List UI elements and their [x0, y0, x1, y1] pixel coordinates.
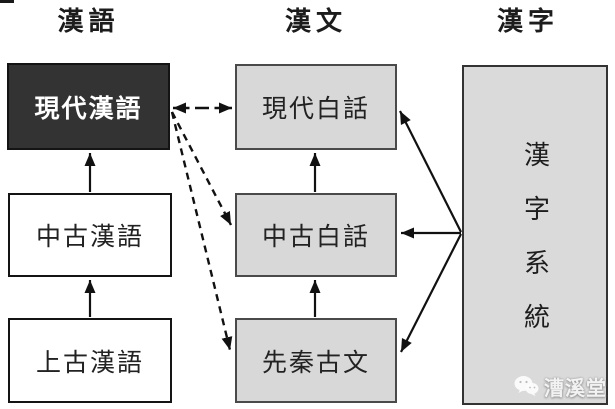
node-preqin-classical: 先秦古文: [235, 318, 397, 403]
column-header-hanyu: 漢語: [57, 7, 120, 36]
node-modern-vernacular: 現代白話: [235, 64, 397, 150]
column-header-hanzi: 漢字: [496, 7, 559, 36]
edge-modernchinese-middlevernacular: [170, 111, 233, 226]
node-middle-vernacular: 中古白話: [235, 193, 397, 277]
character-system-label: 漢字系統: [520, 141, 550, 357]
edge-modernchinese-preqin: [170, 111, 233, 351]
column-header-hanwen: 漢文: [284, 7, 347, 36]
node-middle-chinese: 中古漢語: [8, 193, 172, 277]
node-old-chinese: 上古漢語: [8, 318, 172, 403]
node-modern-chinese: 現代漢語: [7, 63, 170, 150]
edge-charsystem-preqin: [400, 233, 462, 353]
scan-artifact: [0, 0, 14, 3]
node-character-system: 漢字系統: [462, 65, 608, 405]
edge-charsystem-modernvernacular: [399, 110, 462, 233]
